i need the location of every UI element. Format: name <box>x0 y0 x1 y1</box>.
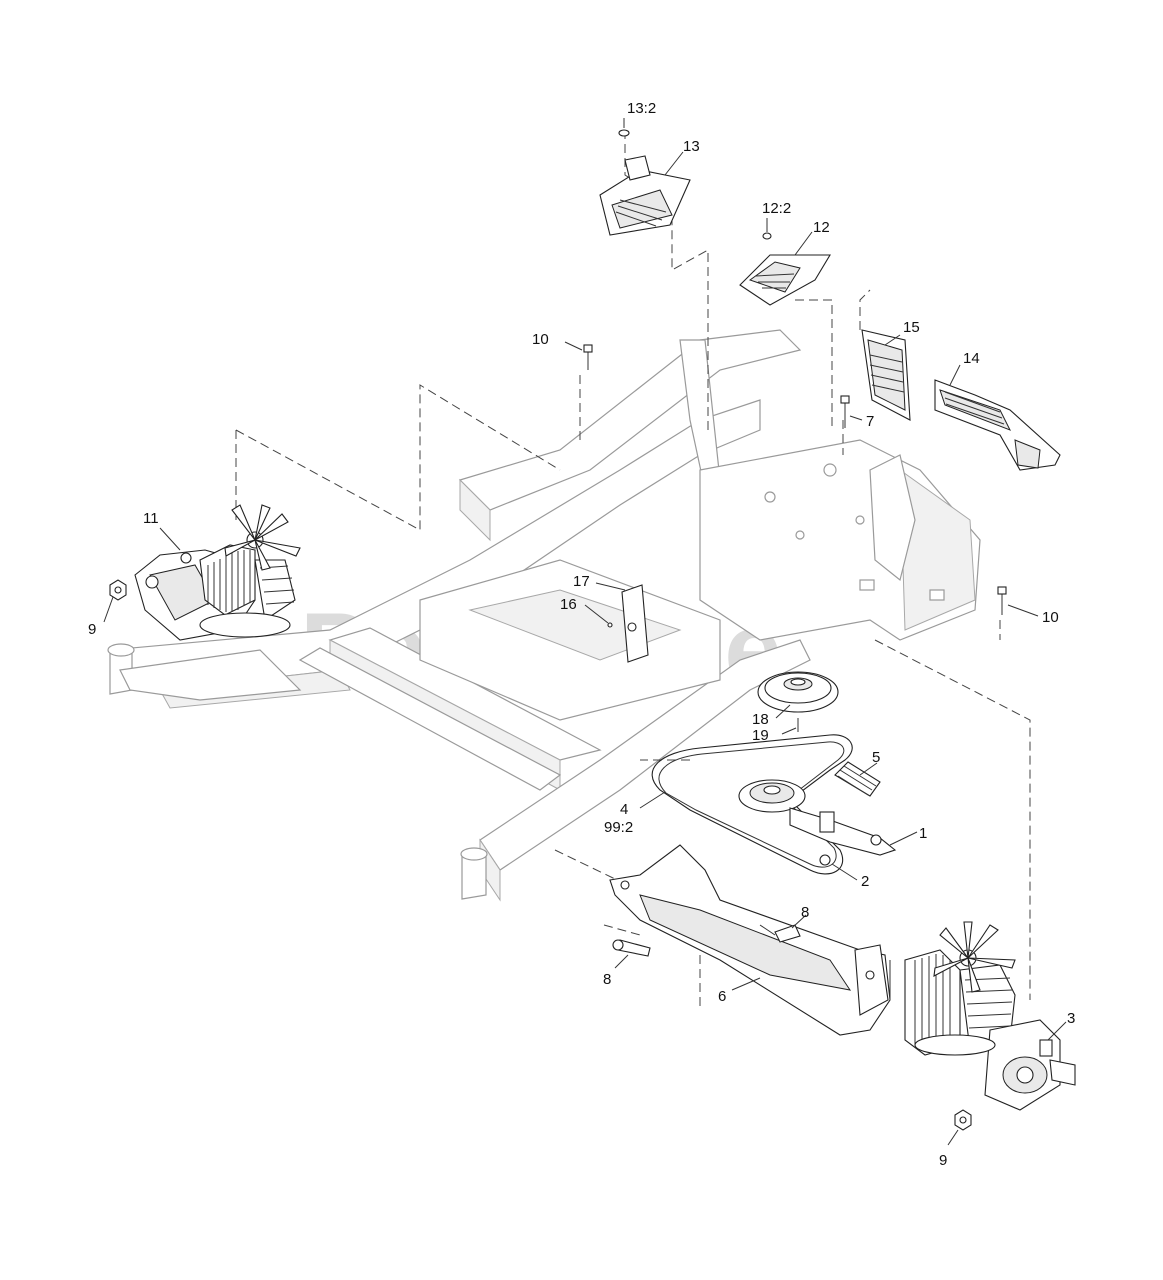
callout-16: 16 <box>560 596 577 613</box>
fan-right <box>933 921 1016 993</box>
part-13-cover <box>599 129 691 236</box>
callout-99-2: 99:2 <box>604 819 633 836</box>
callout-7: 7 <box>866 413 874 430</box>
callout-13-2: 13:2 <box>627 100 656 117</box>
callout-1: 1 <box>919 825 927 842</box>
part-12-cover <box>739 232 831 306</box>
callout-18: 18 <box>752 711 769 728</box>
callout-14: 14 <box>963 350 980 367</box>
callout-10-top: 10 <box>532 331 549 348</box>
callout-5: 5 <box>872 749 880 766</box>
callout-8-right: 8 <box>801 904 809 921</box>
callout-9-bottom: 9 <box>939 1152 947 1169</box>
part-6-support <box>609 844 891 1036</box>
callout-8-left: 8 <box>603 971 611 988</box>
callout-9-left: 9 <box>88 621 96 638</box>
callout-labels: 13:2 13 12:2 12 15 14 10 7 11 9 17 16 10… <box>88 100 1075 1169</box>
part-9-nut-left <box>109 579 127 601</box>
callout-15: 15 <box>903 319 920 336</box>
callout-6: 6 <box>718 988 726 1005</box>
part-3-hydro-right <box>904 921 1076 1111</box>
callout-13: 13 <box>683 138 700 155</box>
part-18-pulley <box>757 671 839 713</box>
part-11-hydro-left <box>134 504 301 641</box>
part-10-bolts <box>583 344 1007 615</box>
part-7-bolt <box>840 395 850 428</box>
part-1-idler-arm <box>738 779 897 856</box>
callout-4: 4 <box>620 801 628 818</box>
leader-lines <box>103 118 1067 1146</box>
part-8-pins <box>612 924 801 957</box>
part-14-panel <box>934 379 1061 471</box>
callout-12: 12 <box>813 219 830 236</box>
callout-11: 11 <box>143 510 159 527</box>
part-15-panel <box>861 329 911 421</box>
callout-3: 3 <box>1067 1010 1075 1027</box>
fan-left <box>224 504 301 571</box>
part-2-bushing <box>819 854 831 866</box>
callout-10-right: 10 <box>1042 609 1059 626</box>
chassis-frame <box>107 329 981 902</box>
part-16-17-bracket <box>607 584 649 663</box>
callout-2: 2 <box>861 873 869 890</box>
callout-19: 19 <box>752 727 769 744</box>
part-4-belt <box>651 734 853 875</box>
callout-12-2: 12:2 <box>762 200 791 217</box>
callout-17: 17 <box>573 573 590 590</box>
part-9-nut-bottom <box>954 1109 972 1131</box>
part-5-spring <box>834 761 881 797</box>
